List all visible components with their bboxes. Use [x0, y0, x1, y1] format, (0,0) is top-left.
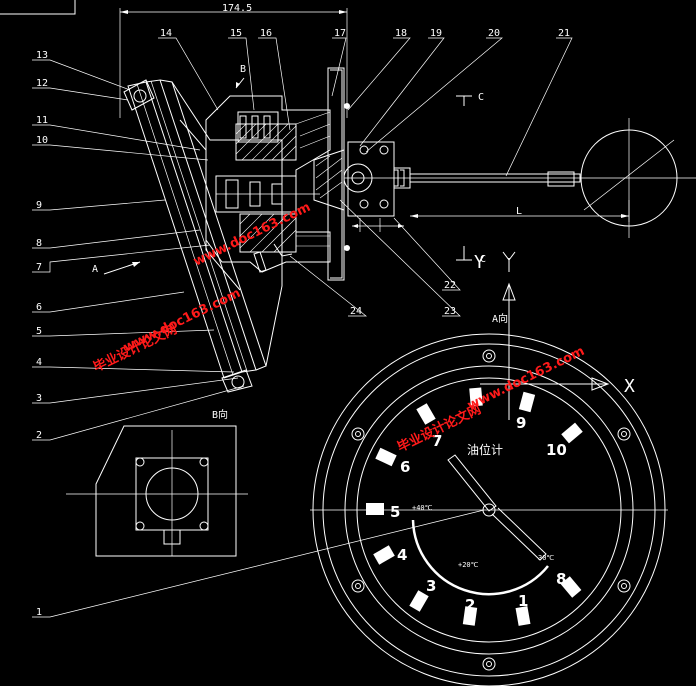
- scale-other-label: 30℃: [538, 554, 554, 562]
- leader-lines: [32, 37, 573, 618]
- scale-low-label: +20℃: [458, 561, 479, 569]
- view-b-arrow-label: B: [240, 64, 246, 75]
- temperature-arc: [411, 519, 549, 596]
- part-23: 23: [444, 306, 456, 317]
- dial-number-6: 6: [400, 458, 410, 476]
- view-a-label: A向: [492, 312, 508, 325]
- watermark-url-top: www.doc163.com: [191, 200, 313, 270]
- pointer: [447, 454, 497, 512]
- part-1: 1: [36, 607, 42, 618]
- dial-number-1: 1: [518, 592, 528, 610]
- view-b-label: B向: [212, 408, 228, 421]
- dial-number-10: 10: [546, 441, 567, 459]
- part-19: 19: [430, 28, 442, 39]
- part-13: 13: [36, 50, 48, 61]
- part-12: 12: [36, 78, 48, 89]
- section-c-top: C: [478, 92, 484, 103]
- dial-title: 油位计: [467, 442, 503, 457]
- part-15: 15: [230, 28, 242, 39]
- part-16: 16: [260, 28, 272, 39]
- part-3: 3: [36, 393, 42, 404]
- part-21: 21: [558, 28, 570, 39]
- part-24: 24: [350, 306, 362, 317]
- part-17: 17: [334, 28, 346, 39]
- side-plate-assembly: [123, 79, 283, 393]
- dimension-174-5: 174.5: [222, 3, 252, 14]
- dial-number-9: 9: [516, 414, 526, 432]
- part-8: 8: [36, 238, 42, 249]
- part-5: 5: [36, 326, 42, 337]
- part-18: 18: [395, 28, 407, 39]
- scale-blocks: [366, 387, 583, 626]
- dial-number-4: 4: [397, 546, 407, 564]
- b-view-detail: B向: [66, 408, 248, 557]
- axis-y-label: Y: [474, 252, 485, 273]
- part-10: 10: [36, 135, 48, 146]
- dial-number-8: 8: [556, 570, 566, 588]
- dial-number-3: 3: [426, 577, 436, 595]
- part-22: 22: [444, 280, 456, 291]
- dial-number-7: 7: [432, 432, 442, 450]
- part-7: 7: [36, 262, 42, 273]
- oil-gauge: 1 2 3 4 5 6 7 8 9 10 油位计 +40℃ +20℃ 30℃: [310, 333, 668, 686]
- section-c-bottom: C: [480, 254, 486, 265]
- dial-number-5: 5: [390, 503, 400, 521]
- title-block-corner: [0, 0, 76, 15]
- axis-x-label: X: [624, 376, 635, 397]
- housing: [205, 67, 350, 281]
- part-numbers: 13 12 11 10 9 8 7 6 5 4 3 2 1 14 15 16 1…: [36, 28, 570, 618]
- view-markers: C C B A: [92, 64, 486, 275]
- part-6: 6: [36, 302, 42, 313]
- top-dimension: 174.5: [119, 3, 348, 118]
- part-11: 11: [36, 115, 48, 126]
- part-4: 4: [36, 357, 42, 368]
- scale-high-label: +40℃: [412, 504, 433, 512]
- view-a-arrow-label: A: [92, 264, 98, 275]
- part-14: 14: [160, 28, 172, 39]
- part-9: 9: [36, 200, 42, 211]
- gauge-bolts: [351, 349, 631, 671]
- part-2: 2: [36, 430, 42, 441]
- float-arm: L: [343, 118, 696, 238]
- dial-number-2: 2: [465, 596, 475, 614]
- dimension-length: L: [516, 206, 522, 217]
- part-20: 20: [488, 28, 500, 39]
